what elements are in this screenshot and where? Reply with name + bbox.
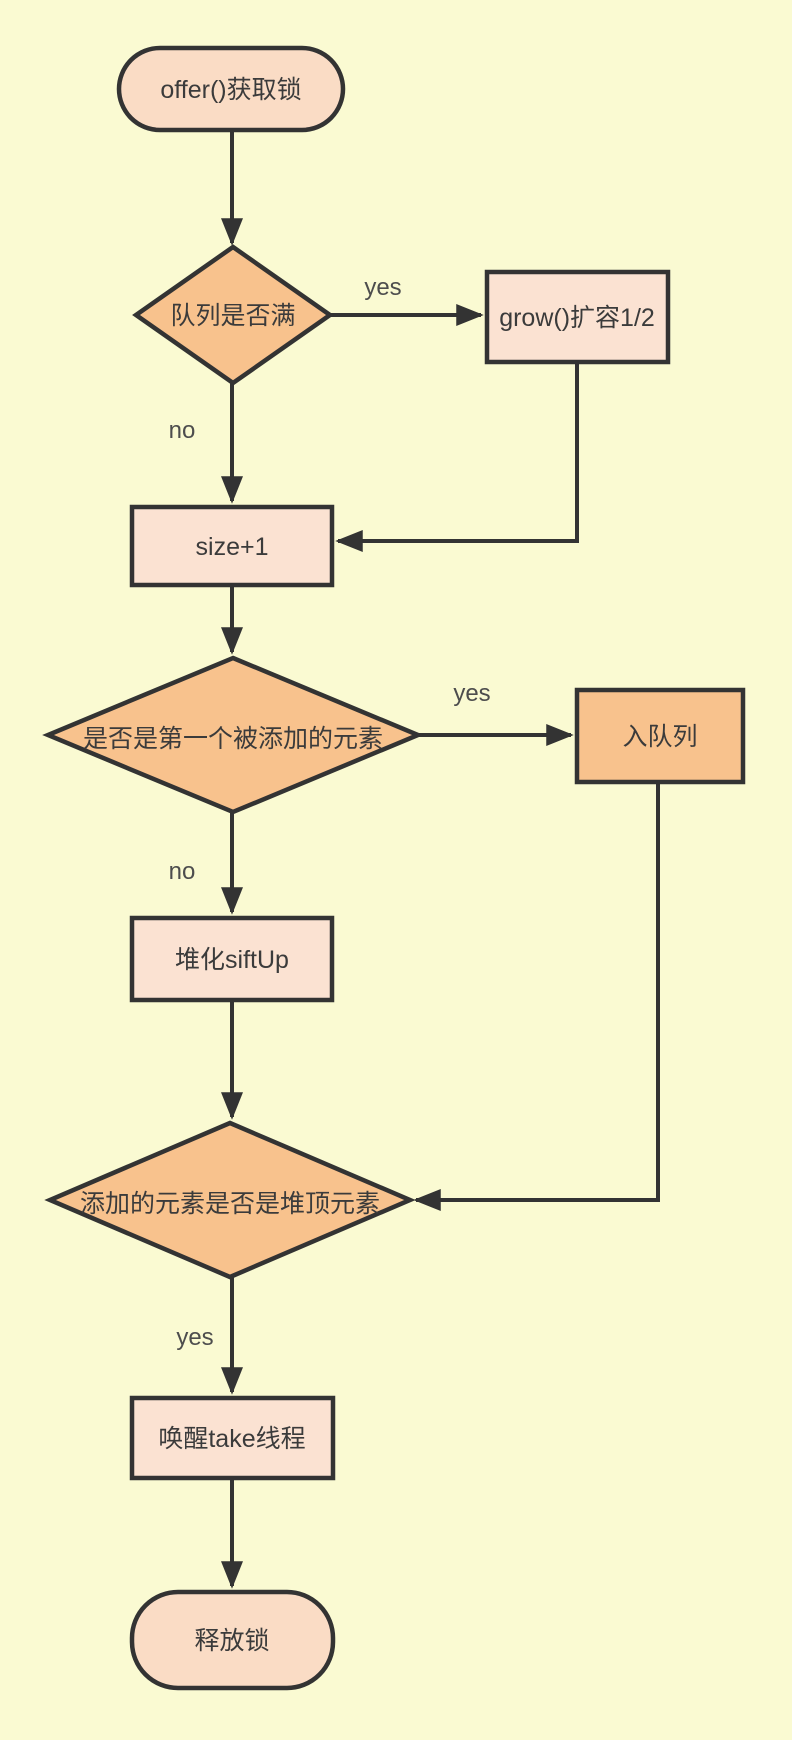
- process-shape-grow: [484, 269, 671, 365]
- node-enqueue-label: 入队列: [622, 723, 697, 751]
- node-siftup: 堆化siftUp: [129, 915, 335, 1003]
- edge-label-queuefull-yes: yes: [364, 274, 401, 301]
- decision-shape-is-heap-top: [44, 1120, 416, 1280]
- edge-enqueue-to-isheaptop: [413, 782, 660, 1211]
- terminator-shape-start: [116, 45, 346, 133]
- node-enqueue: 入队列: [574, 687, 746, 785]
- node-siftup-label: 堆化siftUp: [175, 946, 289, 974]
- node-wake-take: 唤醒take线程: [129, 1395, 336, 1481]
- node-size-plus: size+1: [129, 504, 335, 588]
- process-shape-siftup: [129, 915, 335, 1003]
- decision-shape-first-added: [42, 655, 424, 815]
- edge-label-isheaptop-yes: yes: [176, 1324, 213, 1351]
- node-wake-take-label: 唤醒take线程: [158, 1425, 305, 1453]
- edge-label-firstadded-no: no: [169, 858, 196, 885]
- process-shape-wake-take: [129, 1395, 336, 1481]
- node-first-added: 是否是第一个被添加的元素: [42, 655, 424, 815]
- node-queue-full-label: 队列是否满: [170, 302, 295, 330]
- edge-label-firstadded-yes: yes: [453, 680, 490, 707]
- node-first-added-label: 是否是第一个被添加的元素: [83, 725, 383, 753]
- node-is-heap-top-label: 添加的元素是否是堆顶元素: [80, 1190, 380, 1218]
- process-shape-size-plus: [129, 504, 335, 588]
- node-end: 释放锁: [129, 1589, 336, 1691]
- node-start: offer()获取锁: [116, 45, 346, 133]
- node-grow: grow()扩容1/2: [484, 269, 671, 365]
- node-is-heap-top: 添加的元素是否是堆顶元素: [44, 1120, 416, 1280]
- decision-shape-queue-full: [132, 244, 334, 386]
- node-end-label: 释放锁: [194, 1627, 269, 1655]
- edge-grow-to-size: [335, 362, 579, 552]
- terminator-shape-end: [129, 1589, 336, 1691]
- node-start-label: offer()获取锁: [160, 76, 301, 104]
- node-grow-label: grow()扩容1/2: [499, 304, 655, 332]
- process-shape-enqueue: [574, 687, 746, 785]
- node-queue-full: 队列是否满: [132, 244, 334, 386]
- node-size-plus-label: size+1: [196, 533, 269, 561]
- edge-label-queuefull-no: no: [169, 417, 196, 444]
